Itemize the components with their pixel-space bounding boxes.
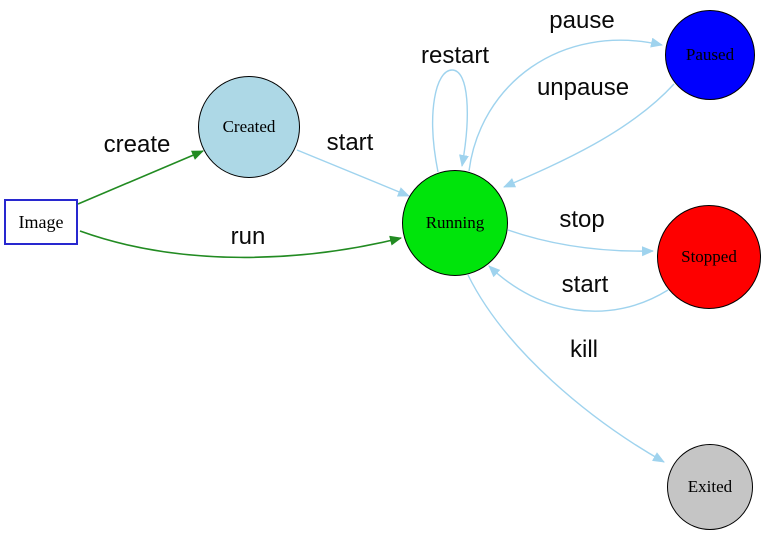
node-created: Created (198, 76, 300, 178)
edge-restart-arrow (432, 69, 469, 173)
edge-label-start-return: start (561, 271, 609, 298)
node-running: Running (402, 170, 508, 276)
edge-label-run: run (230, 223, 266, 250)
edge-run-arrow (79, 230, 402, 259)
edge-label-create: create (103, 131, 171, 158)
node-exited-label: Exited (687, 477, 733, 496)
edge-kill-arrow (467, 274, 665, 463)
edge-start-return-arrow (488, 265, 669, 312)
node-image: Image (4, 199, 78, 245)
edge-start-arrow (296, 149, 410, 197)
edge-label-unpause: unpause (536, 74, 630, 101)
node-stopped: Stopped (657, 205, 761, 309)
edge-unpause-arrow (503, 83, 675, 188)
edge-create-arrow (77, 150, 204, 205)
edge-label-restart: restart (420, 42, 490, 69)
node-exited: Exited (667, 444, 753, 530)
edge-label-stop: stop (559, 206, 605, 233)
edge-stop-arrow (507, 229, 654, 257)
node-paused: Paused (665, 10, 755, 100)
node-image-label: Image (18, 211, 64, 232)
node-paused-label: Paused (685, 45, 735, 64)
edge-label-start: start (326, 129, 374, 156)
edge-pause-arrow (468, 37, 663, 172)
node-running-label: Running (425, 213, 485, 232)
node-stopped-label: Stopped (681, 247, 737, 266)
edge-label-kill: kill (570, 336, 598, 363)
node-created-label: Created (222, 117, 276, 136)
edge-label-pause: pause (549, 7, 615, 34)
